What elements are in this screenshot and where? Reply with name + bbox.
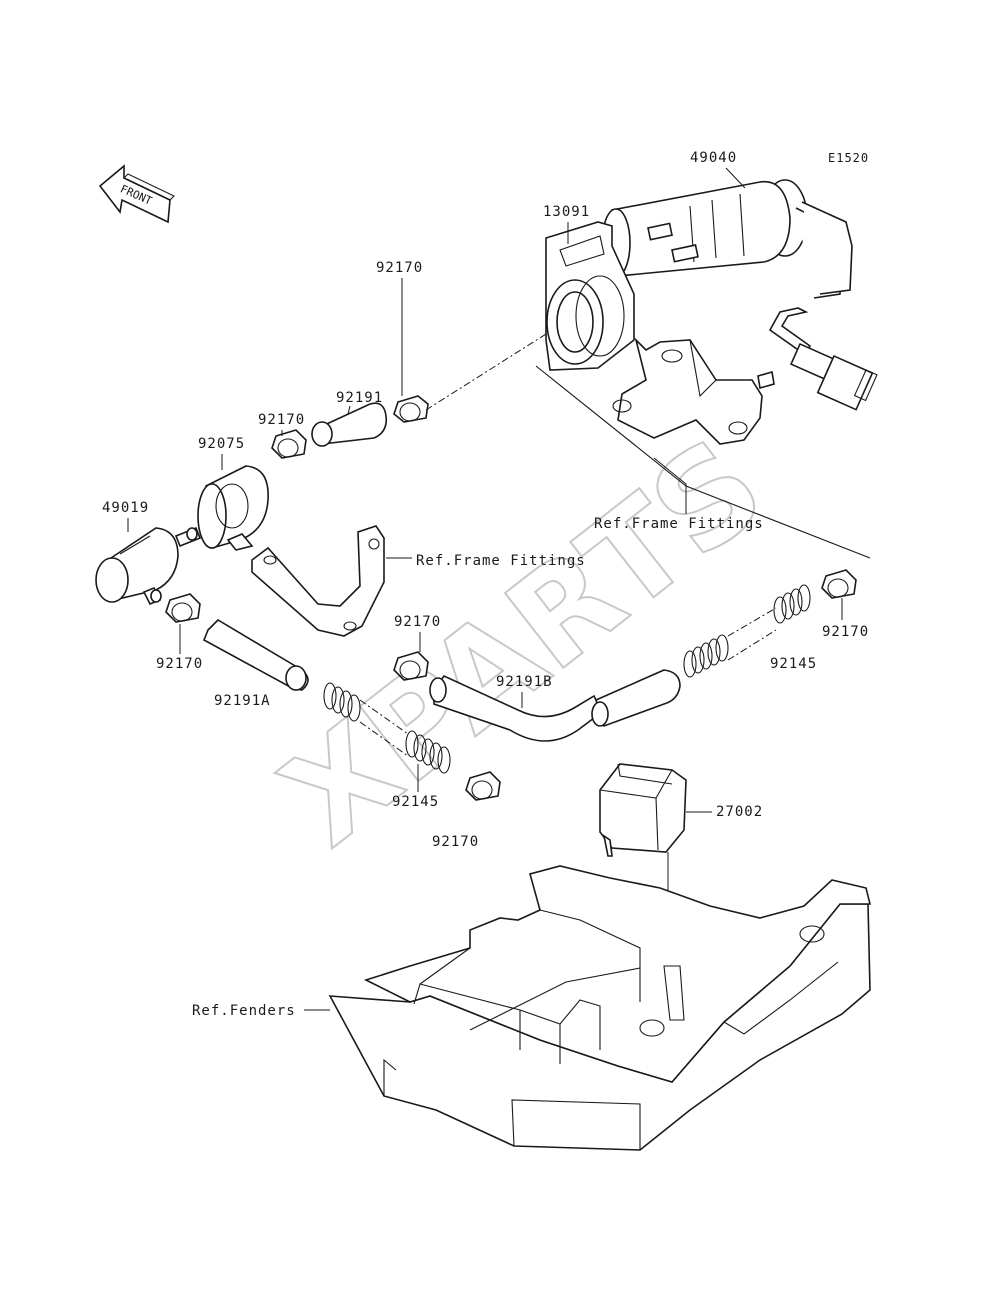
label-49040: 49040 [690,150,737,166]
hose-92191A [202,618,309,691]
hose-92191B [429,669,681,742]
label-92170-e: 92170 [822,624,869,640]
clamp-92170-a [393,395,429,423]
label-13091: 13091 [543,204,590,220]
fuel-filter-49019 [95,526,202,606]
front-arrow-icon: FRONT [98,164,175,224]
damper-92075 [197,465,269,551]
ref-frame-fittings-lower: Ref.Frame Fittings [416,553,586,569]
label-92170-a: 92170 [376,260,423,276]
spring-92145-b [323,682,451,774]
fuel-pump-49040 [601,179,878,411]
label-92145-a: 92145 [770,656,817,672]
label-92191: 92191 [336,390,383,406]
battery-tray [328,865,872,1151]
label-92075: 92075 [198,436,245,452]
clamp-92170-d [393,651,429,681]
label-92170-f: 92170 [432,834,479,850]
clamp-92170-c [165,593,201,623]
hose-92191 [311,402,388,447]
label-49019: 49019 [102,500,149,516]
label-92145-b: 92145 [392,794,439,810]
frame-bracket-lower [251,525,385,637]
label-92170-b: 92170 [258,412,305,428]
label-92170-c: 92170 [156,656,203,672]
ref-fenders: Ref.Fenders [192,1003,296,1019]
label-92170-d: 92170 [394,614,441,630]
diagram-code: E1520 [828,151,869,165]
clamp-92170-b [271,429,307,459]
label-92191B: 92191B [496,674,553,690]
clamp-92170-e [821,569,857,599]
label-27002: 27002 [716,804,763,820]
label-92191A: 92191A [214,693,271,709]
pump-holder-13091 [545,221,775,445]
ref-frame-fittings-upper: Ref.Frame Fittings [594,516,764,532]
spring-92145-a [683,584,811,678]
relay-27002 [599,763,687,857]
clamp-92170-f [465,771,501,801]
